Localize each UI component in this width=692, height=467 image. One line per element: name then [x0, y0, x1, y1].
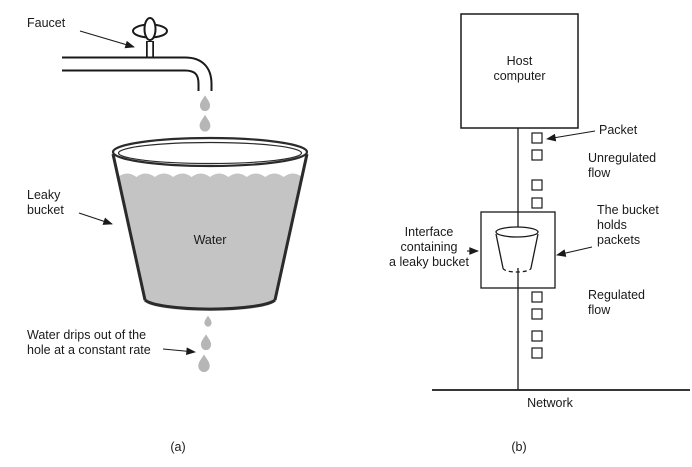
faucet-drip-drops [199, 95, 211, 132]
host-computer-box [460, 13, 579, 129]
faucet-arrow [79, 30, 135, 49]
caption-a: (a) [170, 440, 186, 454]
faucet-icon [62, 17, 213, 91]
packet-label: Packet [599, 123, 638, 137]
bucket-holds-arrow [556, 246, 593, 257]
bucket-holds-label: The bucket holds packets [597, 203, 659, 247]
small-bucket-icon [495, 226, 539, 273]
interface-label: Interface containing a leaky bucket [389, 225, 469, 269]
water-fill [118, 173, 302, 311]
network-label: Network [527, 396, 573, 410]
drip-rate-arrow [162, 347, 196, 356]
packet-squares-unregulated [531, 132, 543, 209]
leak-drip-drops [198, 315, 212, 373]
packet-arrow [546, 130, 596, 142]
leaky-bucket-arrow [78, 212, 113, 225]
unregulated-flow-label: Unregulated flow [588, 151, 657, 180]
caption-b: (b) [511, 440, 527, 454]
interface-box-drawing [480, 211, 556, 289]
water-label: Water [193, 233, 227, 247]
packet-squares-regulated [531, 291, 543, 359]
host-computer-label: Host computer [493, 54, 546, 83]
leaky-bucket-drawing [111, 136, 309, 311]
faucet-label: Faucet [27, 16, 66, 30]
drip-rate-label: Water drips out of the hole at a constan… [27, 328, 151, 357]
leaky-bucket-label: Leaky bucket [27, 188, 64, 217]
regulated-flow-label: Regulated flow [588, 288, 645, 317]
